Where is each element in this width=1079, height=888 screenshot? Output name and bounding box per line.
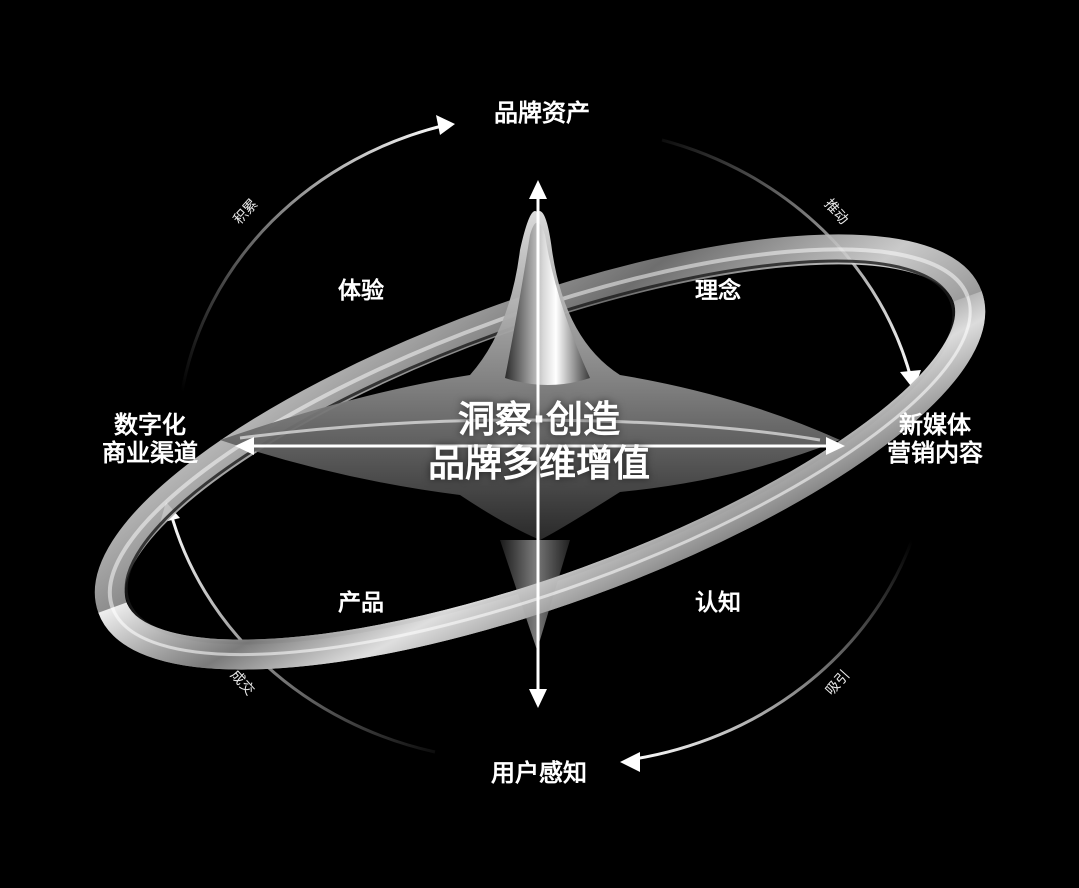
node-left: 数字化 商业渠道	[80, 411, 220, 467]
axis-up-arrowhead	[529, 180, 547, 199]
quadrant-bottom-left: 产品	[338, 590, 384, 616]
axis-right-arrowhead	[826, 437, 845, 455]
node-right: 新媒体 营销内容	[870, 411, 1000, 467]
axis-down-arrowhead	[529, 689, 547, 708]
node-bottom: 用户感知	[491, 759, 587, 787]
node-right-line1: 新媒体	[899, 411, 971, 439]
center-title-line2: 品牌多维增值	[428, 442, 650, 486]
quadrant-top-right: 理念	[695, 278, 741, 304]
node-left-line1: 数字化	[114, 411, 186, 439]
quadrant-bottom-right: 认知	[695, 590, 741, 616]
node-left-line2: 商业渠道	[102, 438, 198, 467]
center-title-line1: 洞察·创造	[457, 398, 621, 441]
ring-front	[98, 291, 986, 670]
arc-right-bottom	[627, 539, 914, 762]
arc-right-bottom-arrowhead	[620, 752, 640, 772]
center-title: 洞察·创造 品牌多维增值	[380, 398, 698, 487]
arc-left-top-arrowhead	[436, 115, 455, 135]
arc-right-top	[661, 138, 914, 383]
node-top: 品牌资产	[494, 99, 590, 127]
quadrant-top-left: 体验	[338, 278, 384, 304]
arc-left-top	[180, 122, 451, 393]
axis-left-arrowhead	[235, 437, 254, 455]
node-right-line2: 营销内容	[887, 438, 983, 467]
